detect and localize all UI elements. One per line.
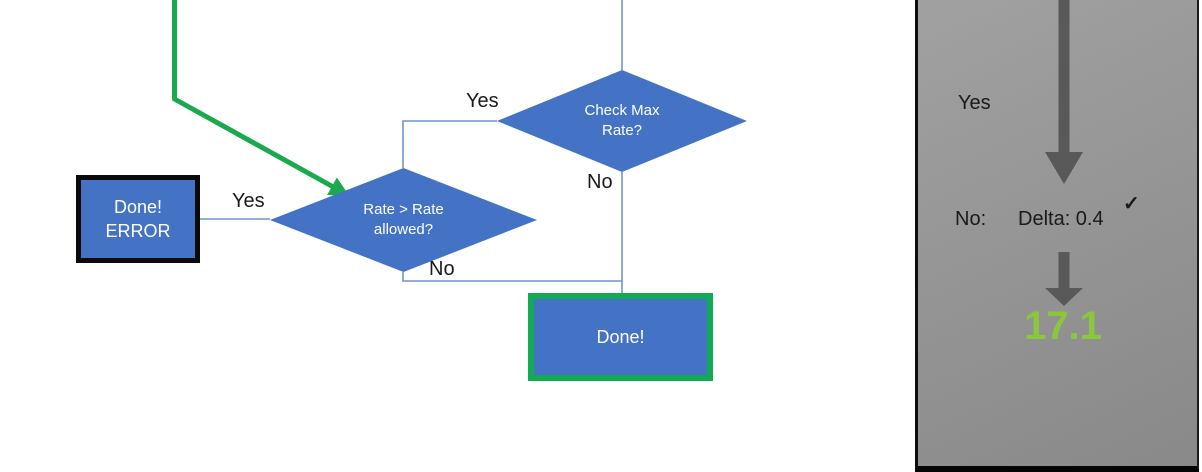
result-value: 17.1 — [1024, 304, 1102, 348]
edge-label-check-max-yes: Yes — [466, 90, 499, 112]
node-done: Done! — [528, 293, 713, 381]
edge-label-rate-allowed-no: No — [429, 258, 455, 280]
panel-no-label: No: — [955, 208, 987, 230]
green-flow-arrow — [172, 0, 350, 197]
down-arrow-icon — [1045, 0, 1083, 184]
down-arrow-icon — [1045, 252, 1083, 306]
node-done-error: Done! ERROR — [76, 175, 200, 263]
node-done-label: Done! — [596, 326, 645, 347]
node-done-error-label: Done! ERROR — [105, 196, 171, 241]
panel-yes-label: Yes — [958, 92, 991, 114]
edge-rate-allowed-no — [402, 272, 622, 282]
panel-delta-value: Delta: 0.4 — [1018, 208, 1104, 230]
edge-label-rate-allowed-yes: Yes — [232, 190, 265, 212]
connector-lines — [172, 0, 623, 293]
side-panel: Yes No: Delta: 0.4 ✓ 17.1 — [915, 0, 1199, 472]
edge-label-check-max-no: No — [587, 171, 613, 193]
decision-rate-allowed-label: Rate > Rate allowed? — [363, 200, 444, 238]
decision-check-max-rate-label: Check Max Rate? — [584, 101, 660, 139]
edge-check-max-yes — [402, 120, 497, 168]
checkmark-icon: ✓ — [1123, 193, 1140, 215]
